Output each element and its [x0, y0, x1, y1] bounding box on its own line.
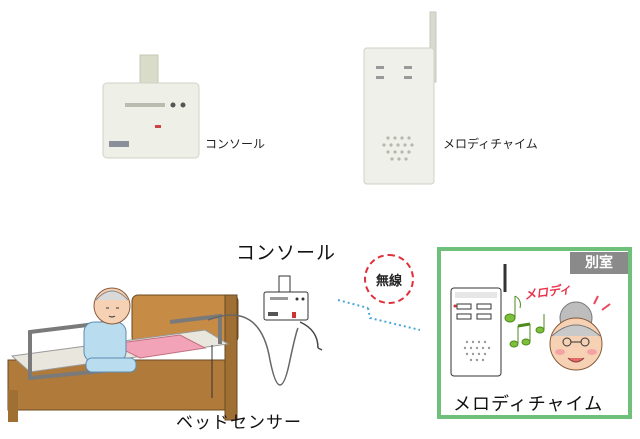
console-device-diagram — [263, 275, 309, 321]
bed-sensor-label: ベッドセンサー — [176, 413, 302, 433]
chime-product-photo — [358, 8, 448, 188]
wireless-label: 無線 — [375, 273, 402, 289]
bed-sensor-mat — [110, 334, 207, 359]
bed-illustration — [7, 287, 239, 422]
console-diagram-label: コンソール — [236, 242, 337, 264]
separate-room-badge: 別室 — [570, 252, 628, 274]
console-device-image — [102, 54, 200, 159]
elderly-patient — [83, 287, 137, 373]
elderly-woman-face — [549, 295, 611, 371]
chime-device-diagram — [450, 264, 507, 377]
chime-device-image — [363, 11, 437, 185]
console-product-photo — [95, 54, 205, 180]
wireless-badge: 無線 — [364, 254, 414, 304]
chime-product-label: メロディチャイム — [443, 137, 538, 151]
console-product-label: コンソール — [205, 137, 266, 151]
music-notes-icon — [504, 295, 545, 348]
chime-diagram-label: メロディチャイム — [453, 394, 604, 415]
